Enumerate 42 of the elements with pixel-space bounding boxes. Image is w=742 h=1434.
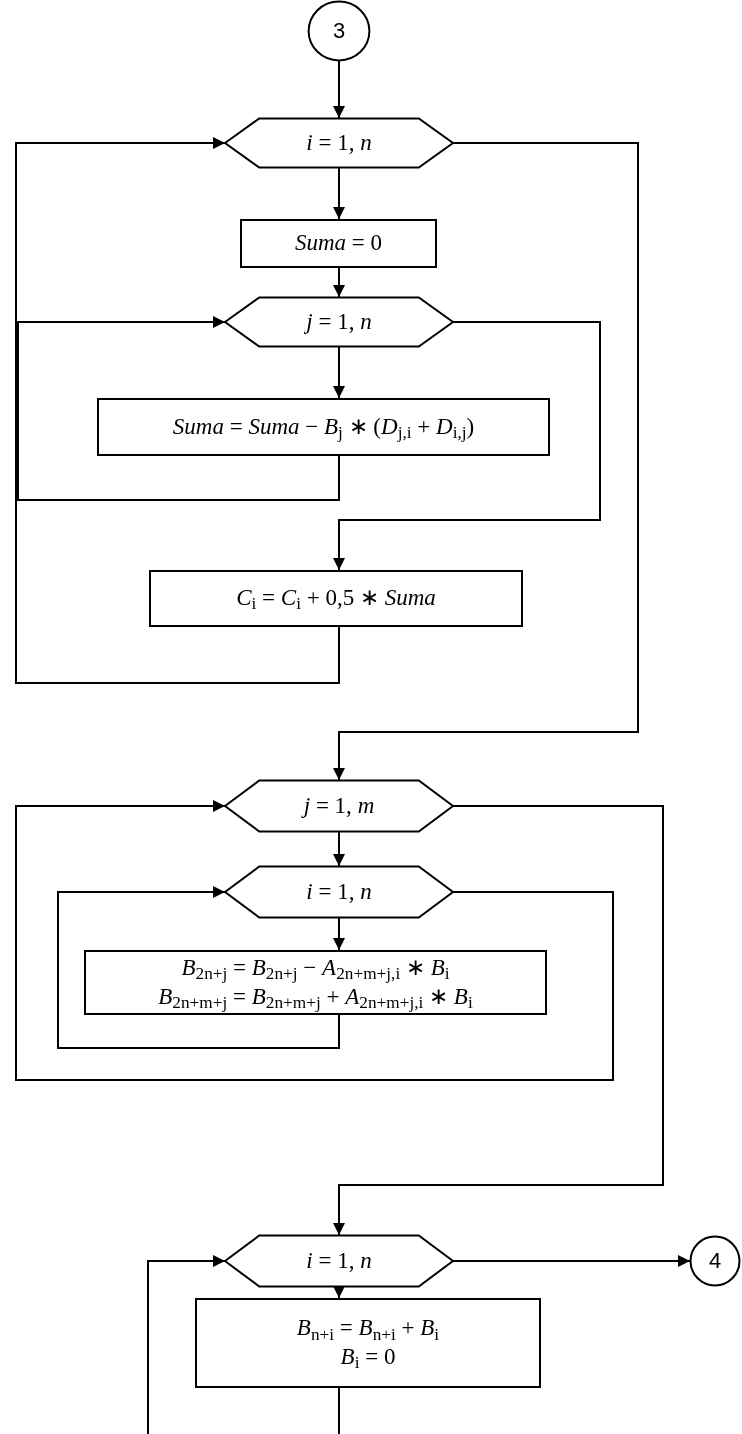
loop-hexagon <box>225 118 453 168</box>
connector-number: 4 <box>708 1247 722 1275</box>
connector-circle <box>690 1236 740 1286</box>
loop-hexagon <box>225 780 453 832</box>
process-box <box>97 398 550 456</box>
formula-text: i = 1, n <box>306 1246 372 1275</box>
arrow <box>57 886 340 1049</box>
formula-text: B$_{n+i}$ = B$_{n+i}$ + B$_{i}$ <box>296 1314 440 1343</box>
arrow <box>15 800 614 1081</box>
process-box <box>149 570 523 627</box>
arrow <box>452 1255 691 1267</box>
arrow <box>333 831 345 867</box>
connector-circle <box>308 1 370 61</box>
arrow <box>15 137 340 684</box>
arrow <box>333 60 345 119</box>
arrow <box>333 267 345 298</box>
arrow <box>333 321 601 571</box>
connector-number: 3 <box>332 17 346 45</box>
formula-text: Suma = 0 <box>294 229 383 258</box>
loop-hexagon <box>225 297 453 347</box>
arrow <box>333 142 639 781</box>
loop-hexagon <box>225 866 453 918</box>
arrow <box>333 167 345 220</box>
loop-hexagon <box>225 1235 453 1287</box>
formula-text: C$_{i}$ = C$_{i}$ + 0,5 ∗ Suma <box>236 584 436 613</box>
formula-text: Suma = Suma − B$_{j}$ ∗ (D$_{j,i}$ + D$_{i,j}$) <box>172 412 475 442</box>
process-box <box>84 950 547 1015</box>
formula-text: i = 1, n <box>306 877 372 906</box>
process-box <box>195 1298 541 1388</box>
arrow <box>147 1255 340 1434</box>
arrow <box>333 1286 345 1299</box>
formula-text: j = 1, n <box>306 307 372 336</box>
formula-text: i = 1, n <box>306 128 372 157</box>
formula-text: j = 1, m <box>303 791 375 820</box>
arrow <box>17 316 340 501</box>
process-box <box>240 219 437 268</box>
formula-text: B$_{i}$ = 0 <box>340 1343 396 1372</box>
arrow <box>333 346 345 399</box>
formula-text: B$_{2n+m+j}$ = B$_{2n+m+j}$ + A$_{2n+m+j,i}$ ∗ B$_{i}$ <box>158 983 473 1012</box>
arrow <box>333 805 664 1236</box>
arrow <box>333 917 345 951</box>
formula-text: B$_{2n+j}$ = B$_{2n+j}$ − A$_{2n+m+j,i}$ ∗ B$_{i}$ <box>181 953 450 983</box>
